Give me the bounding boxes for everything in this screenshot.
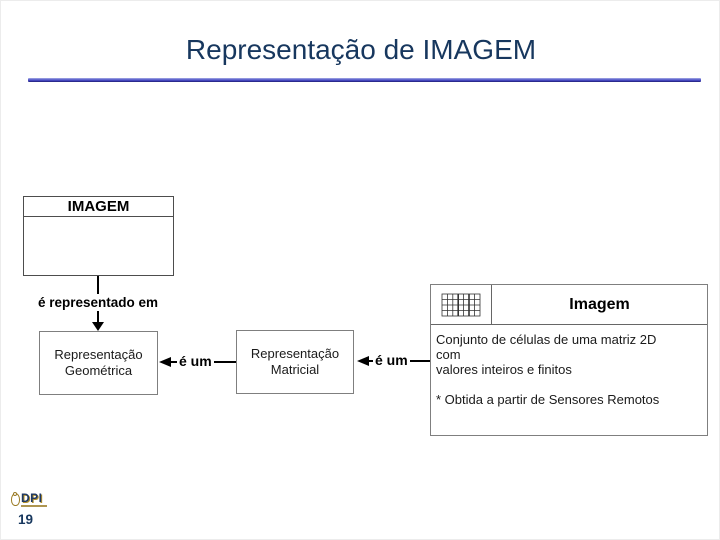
dpi-logo: DPI [11,492,47,507]
dpi-logo-text: DPI [21,491,43,505]
edge-label-e-um: é um [375,352,408,368]
imagem-class-box: IMAGEM [23,196,174,276]
connector-line-vertical [97,311,99,323]
matrix-grid-icon [431,285,492,324]
imagem-class-box-title: IMAGEM [24,197,173,217]
arrow-left-icon [159,357,171,367]
title-divider-rule [28,78,701,82]
description-line-spacer [436,377,702,392]
connector-line [213,361,236,363]
connector-line-vertical [97,276,99,294]
edge-is-a-right: é um [357,352,431,368]
matricial-representation-box: Representação Matricial [236,330,354,394]
edge-is-a-left: é um [159,353,236,369]
imagem-description-body: Conjunto de células de uma matriz 2D com… [431,325,707,407]
dpi-logo-subtext-bar [21,505,47,507]
description-line-footnote: * Obtida a partir de Sensores Remotos [436,392,660,407]
edge-label-e-representado-em: é representado em [37,295,159,310]
arrow-left-icon [357,356,369,366]
connector-line [171,361,177,363]
dpi-logo-icon [11,492,20,506]
page-title: Representação de IMAGEM [185,34,537,65]
connector-line [369,360,373,362]
geometric-representation-box: Representação Geométrica [39,331,158,395]
description-line: valores inteiros e finitos [436,362,572,377]
connector-line [409,360,431,362]
description-line: com [436,347,461,362]
imagem-description-box: Imagem Conjunto de células de uma matriz… [430,284,708,436]
arrow-down-icon [92,322,104,331]
edge-label-e-um: é um [179,353,212,369]
page-number: 19 [18,512,34,527]
imagem-description-title: Imagem [569,295,630,313]
imagem-description-header: Imagem [431,285,707,325]
description-line: Conjunto de células de uma matriz 2D [436,332,657,347]
